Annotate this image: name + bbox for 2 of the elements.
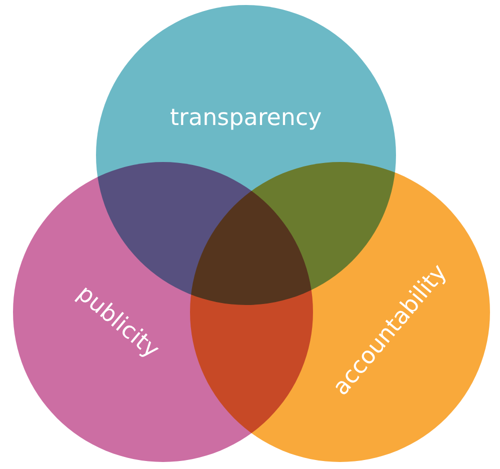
venn-circle: [190, 162, 490, 462]
circle-label: transparency: [170, 105, 322, 131]
